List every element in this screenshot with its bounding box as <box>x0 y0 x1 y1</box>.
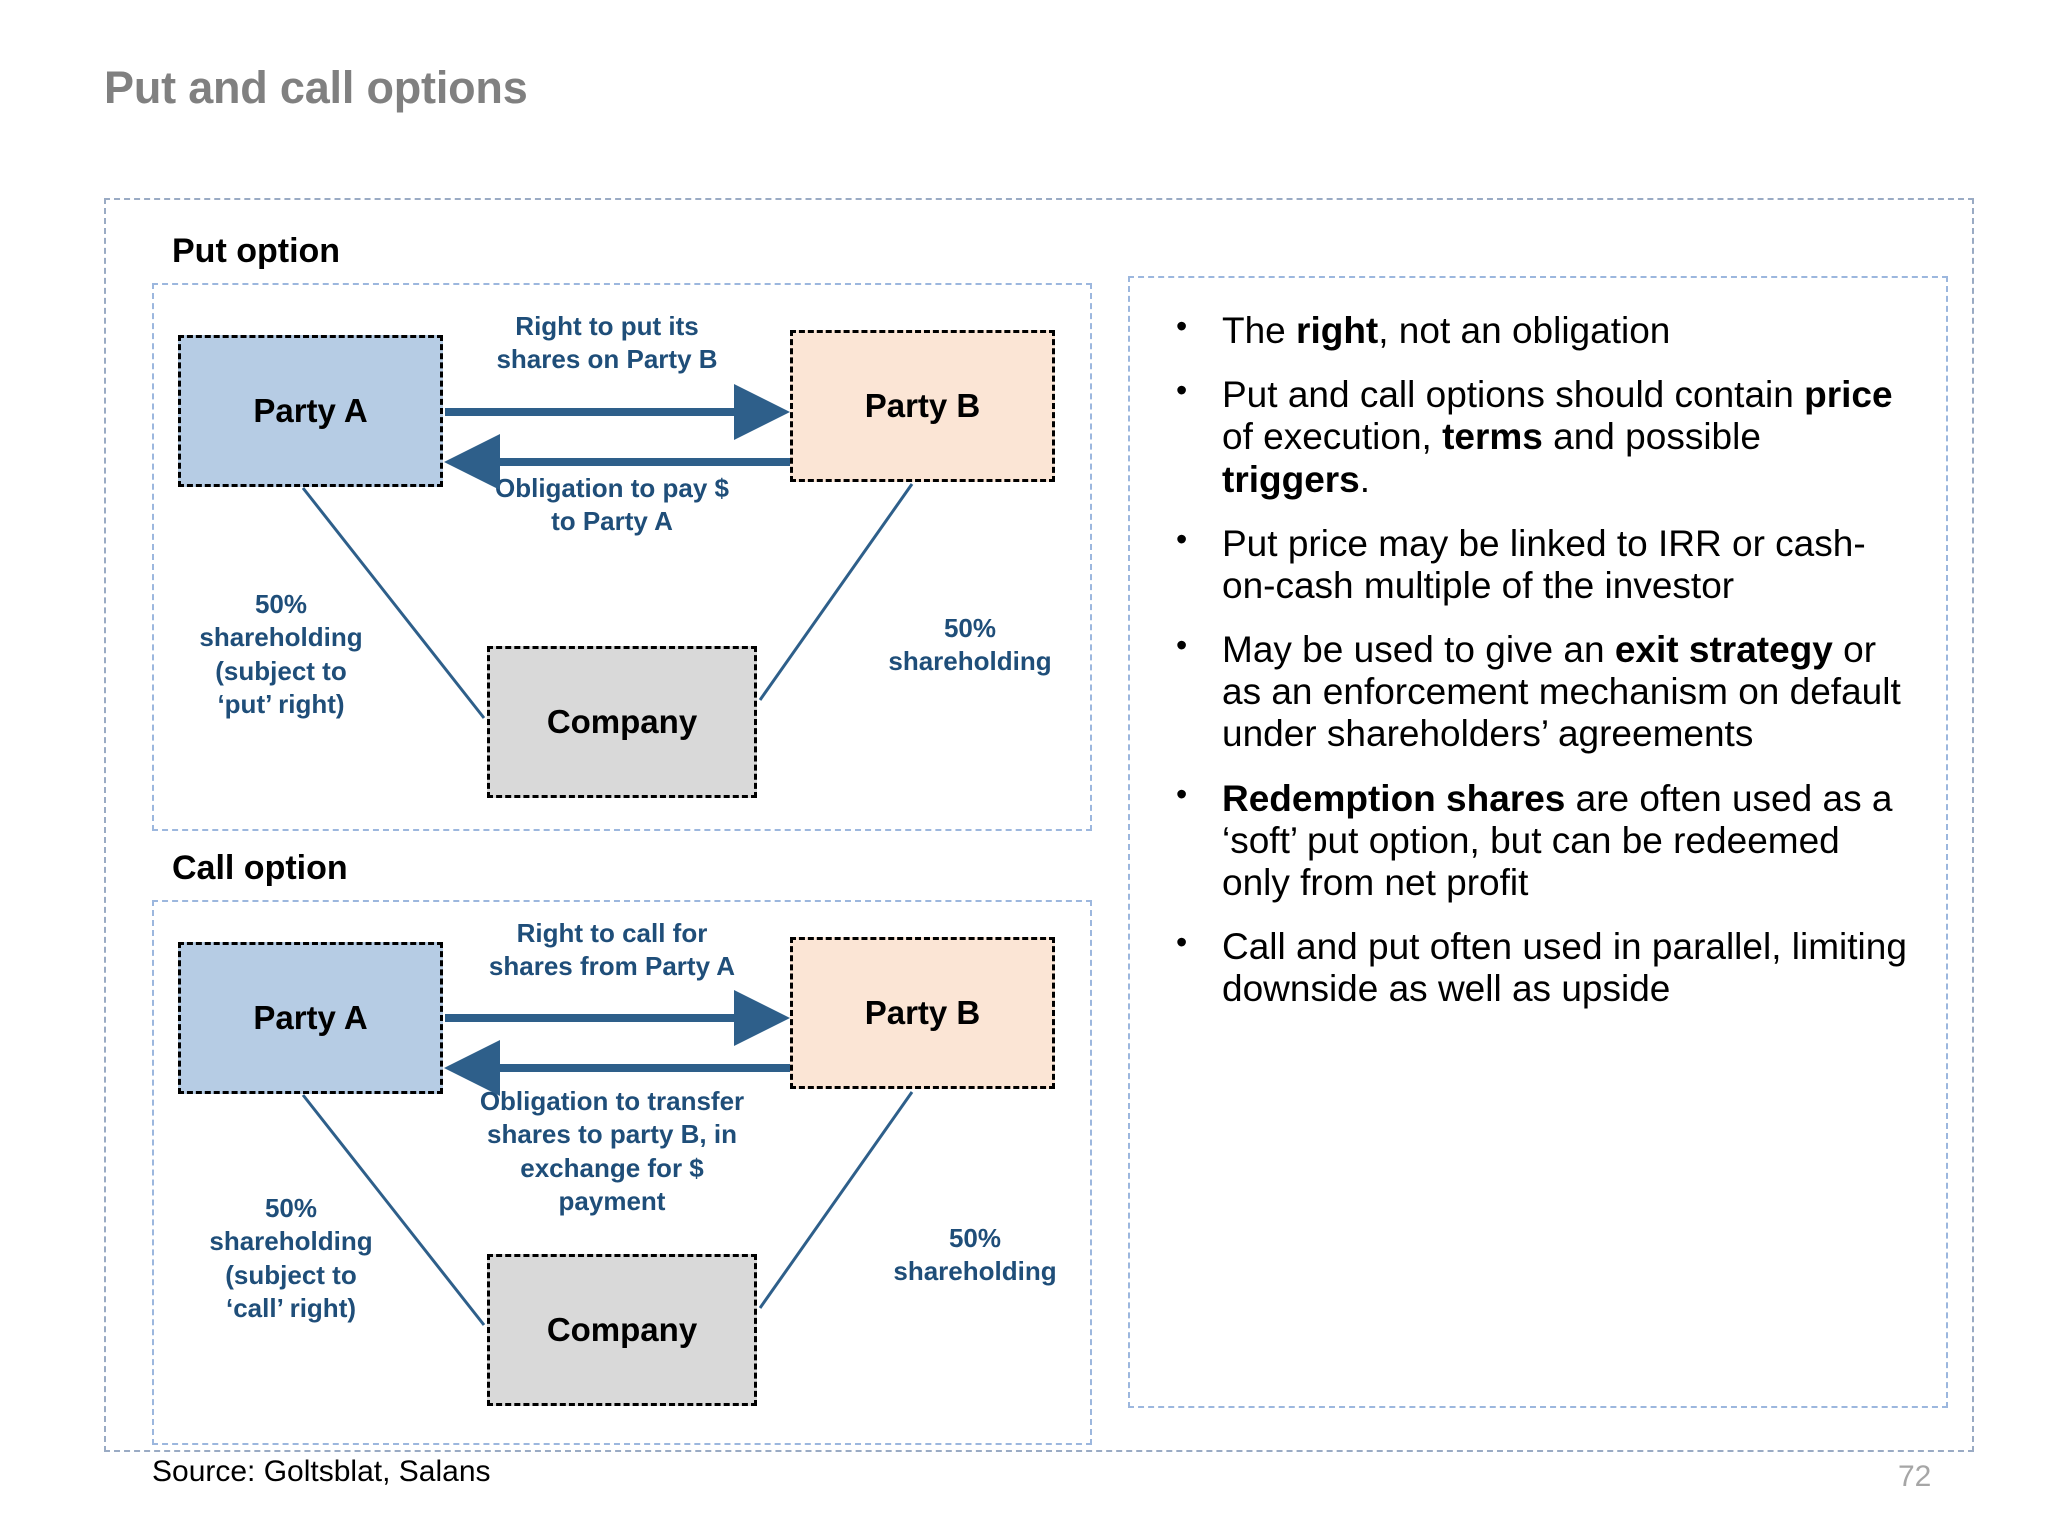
list-item: Redemption shares are often used as a ‘s… <box>1168 776 1908 905</box>
emphasis-text: right <box>1296 310 1379 351</box>
call-shareholding-right-label: 50% shareholding <box>893 1223 1057 1287</box>
put-obligation-arrow-label: Obligation to pay $ to Party A <box>494 473 729 537</box>
call-party-a-node: Party A <box>178 942 443 1094</box>
body-text: of execution, <box>1222 416 1443 458</box>
put-option-panel <box>152 283 1092 831</box>
list-item: Put and call options should contain pric… <box>1168 372 1908 501</box>
body-text: Put price may be linked to IRR or cash-o… <box>1222 522 1866 606</box>
call-party-b-node: Party B <box>790 937 1055 1089</box>
emphasis-text: triggers <box>1222 458 1360 500</box>
put-option-heading: Put option <box>172 232 341 270</box>
list-item: May be used to give an exit strategy or … <box>1168 627 1908 756</box>
list-item: Call and put often used in parallel, lim… <box>1168 924 1908 1010</box>
call-right-arrow-label: Right to call for shares from Party A <box>488 918 736 982</box>
body-text: . <box>1359 458 1371 500</box>
list-item: Put price may be linked to IRR or cash-o… <box>1168 521 1908 607</box>
call-company-node: Company <box>487 1254 757 1406</box>
put-company-node: Company <box>487 646 757 798</box>
page-number: 72 <box>1898 1460 1932 1493</box>
emphasis-text: exit strategy <box>1614 629 1833 671</box>
key-points-panel <box>1128 276 1948 1408</box>
emphasis-text: price <box>1804 374 1893 416</box>
put-right-arrow-label: Right to put its shares on Party B <box>496 311 718 375</box>
call-shareholding-left-label: 50% shareholding (subject to ‘call’ righ… <box>209 1193 373 1323</box>
body-text: Put and call options should contain <box>1222 374 1805 416</box>
page-title: Put and call options <box>104 62 528 113</box>
body-text: Call and put often used in parallel, lim… <box>1222 926 1907 1010</box>
source-note: Source: Goltsblat, Salans <box>152 1455 491 1488</box>
put-shareholding-right-label: 50% shareholding <box>888 613 1052 677</box>
call-obligation-arrow-label: Obligation to transfer shares to party B… <box>479 1086 745 1216</box>
body-text: May be used to give an <box>1222 629 1615 671</box>
emphasis-text: terms <box>1442 416 1543 458</box>
key-points-list: The right, not an obligation Put and cal… <box>1168 308 1908 1032</box>
put-shareholding-left-label: 50% shareholding (subject to ‘put’ right… <box>199 589 363 719</box>
body-text: The <box>1222 310 1297 351</box>
content-frame <box>104 198 1974 1452</box>
emphasis-text: Redemption shares <box>1222 777 1566 819</box>
body-text: are often used as a ‘soft’ put option, b… <box>1222 777 1893 903</box>
body-text: and possible <box>1542 416 1761 458</box>
call-option-heading: Call option <box>172 849 348 887</box>
body-text: or as an enforcement mechanism on defaul… <box>1222 629 1901 755</box>
put-party-a-node: Party A <box>178 335 443 487</box>
call-option-panel <box>152 900 1092 1445</box>
list-item: The right, not an obligation <box>1168 308 1908 352</box>
put-party-b-node: Party B <box>790 330 1055 482</box>
body-text: , not an obligation <box>1378 310 1671 351</box>
